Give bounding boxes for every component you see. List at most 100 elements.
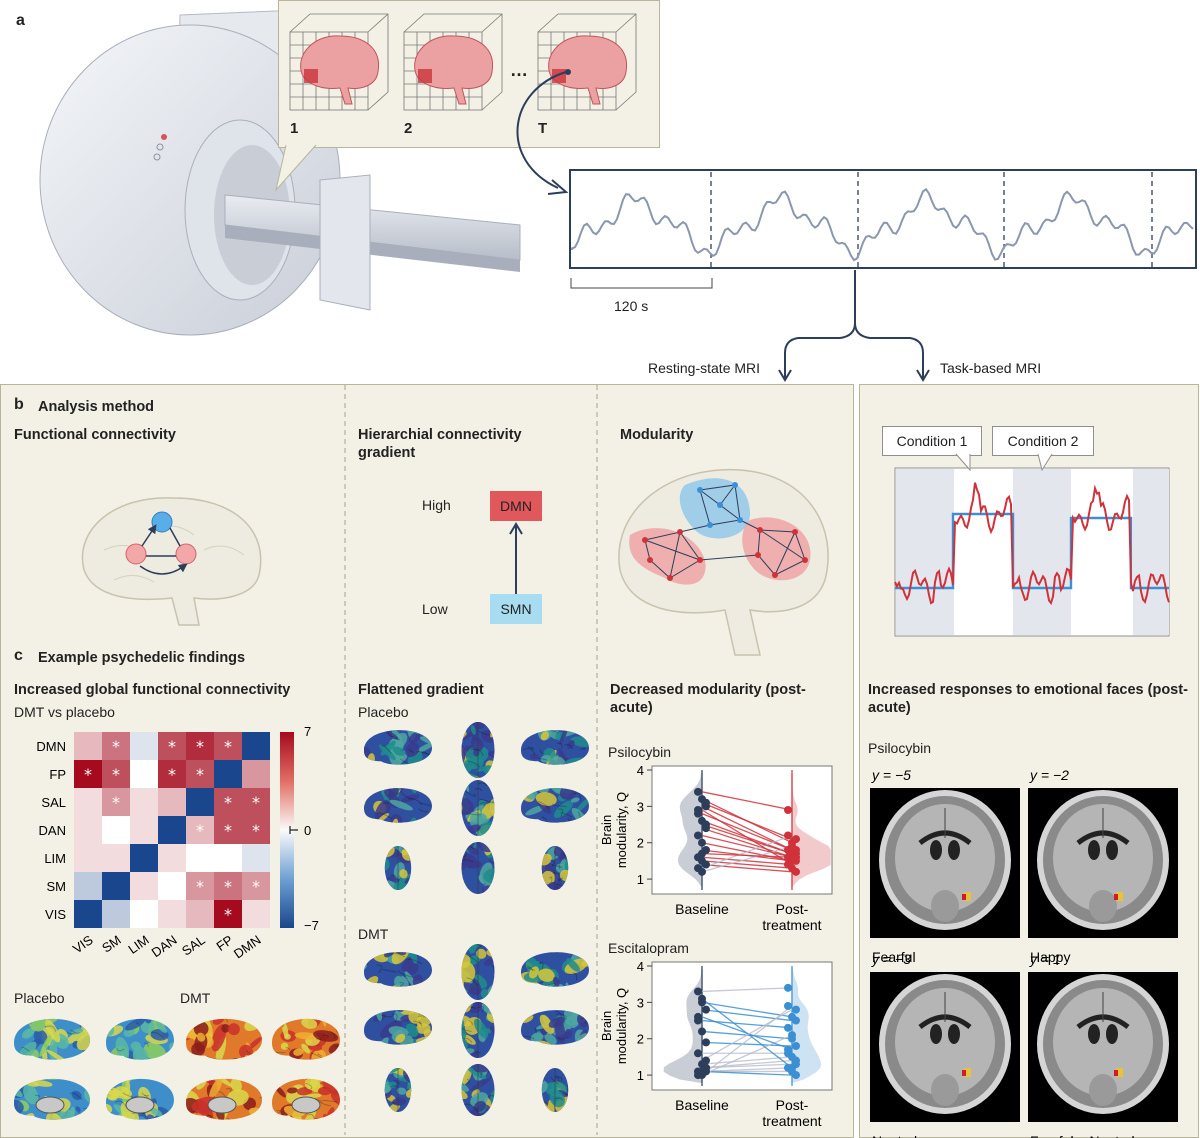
heatmap-significance: * (252, 793, 260, 812)
heatmap-row-label: SM (47, 879, 67, 894)
post-point (792, 1005, 800, 1014)
post-point (788, 853, 796, 862)
post-point (792, 835, 800, 844)
modularity-ytick: 4 (637, 763, 644, 778)
heatmap-cell (242, 872, 270, 900)
heatmap-cell (242, 900, 270, 928)
faces-drug-label: Psilocybin (868, 740, 932, 756)
heatmap-cell (186, 816, 214, 844)
heatmap-significance: * (196, 821, 204, 840)
heatmap-cell (214, 844, 242, 872)
gradient-finding-title: Flattened gradient (358, 682, 484, 698)
modularity-plot-area (651, 961, 833, 1091)
brain-frame-1 (289, 13, 389, 111)
panel-b-title: Analysis method (38, 399, 155, 415)
fc-node-blue (151, 511, 173, 533)
baseline-point (702, 798, 710, 807)
heatmap-cell (214, 732, 242, 760)
modularity-ytick: 3 (637, 799, 644, 814)
branch-arrows (778, 270, 930, 382)
modularity-pair-line (701, 856, 793, 866)
baseline-point (702, 1038, 710, 1047)
colorbar-tick: −7 (304, 918, 319, 933)
heatmap-significance: * (196, 737, 204, 756)
slice-coordinate: y = −3 (871, 951, 911, 967)
fc-node-red-left (125, 543, 147, 565)
heatmap-cell (186, 732, 214, 760)
baseline-point (702, 860, 710, 869)
modularity-ytick: 2 (637, 836, 644, 851)
modularity-xlabel-treatment: treatment (762, 1113, 821, 1129)
modularity-pair-line (701, 852, 793, 858)
heatmap-cell (74, 844, 102, 872)
modularity-pair-line (701, 1059, 793, 1069)
frame-label-2: 2 (404, 120, 413, 137)
gradient-placebo-label: Placebo (358, 704, 409, 720)
gradient-arrow (509, 522, 523, 594)
gradient-low-label: Low (422, 601, 448, 617)
callout-tails (955, 453, 1053, 472)
modularity-pair-line (701, 791, 793, 811)
baseline-point (698, 1027, 706, 1036)
heatmap-significance: * (196, 877, 204, 896)
heatmap-cell (186, 788, 214, 816)
baseline-point (694, 806, 702, 814)
gradient-dmt-brains (363, 944, 589, 1116)
condition-2-callout: Condition 2 (992, 426, 1094, 456)
heatmap-cell (158, 816, 186, 844)
heatmap-cell (102, 844, 130, 872)
panel-b-letter: b (14, 396, 24, 413)
modularity-ytick: 1 (637, 1068, 644, 1083)
panel-c-letter: c (14, 647, 23, 664)
heatmap-significance: * (224, 905, 232, 924)
heatmap-significance: * (224, 793, 232, 812)
post-point (792, 1071, 800, 1080)
post-point (788, 1063, 796, 1072)
modularity-pair-line (701, 998, 793, 1069)
fc-heatmap: DMN****FP****SAL***DAN***LIMSM***VIS*VIS… (36, 724, 318, 961)
heatmap-significance: * (252, 821, 260, 840)
heatmap-cell (186, 900, 214, 928)
modularity-ylabel: Brainmodularity, Q (599, 792, 629, 868)
heatmap-cell (102, 732, 130, 760)
activation-cluster (1116, 1068, 1123, 1077)
heatmap-cell (186, 844, 214, 872)
post-point (784, 860, 792, 869)
heatmap-cell (186, 872, 214, 900)
modularity-xlabel-post: Post- (776, 1097, 809, 1113)
heatmap-row-label: LIM (44, 851, 66, 866)
fc-dmt-label: DMT (180, 990, 211, 1006)
heatmap-significance: * (224, 737, 232, 756)
frame-label-1: 1 (290, 120, 299, 137)
heatmap-cell (102, 900, 130, 928)
baseline-point (698, 867, 706, 876)
heatmap-cell (74, 816, 102, 844)
heatmap-cell (186, 760, 214, 788)
heatmap-cell (130, 844, 158, 872)
baseline-point (698, 849, 706, 858)
heatmap-cell (130, 816, 158, 844)
modularity-ylabel: Brainmodularity, Q (599, 988, 629, 1064)
heatmap-row-label: DMN (36, 739, 66, 754)
post-point (792, 1016, 800, 1025)
heatmap-cell (158, 844, 186, 872)
heatmap-cell (214, 872, 242, 900)
heatmap-cell (130, 900, 158, 928)
heatmap-cell (102, 816, 130, 844)
activation-cluster (964, 1068, 971, 1077)
heatmap-cell (158, 900, 186, 928)
heatmap-significance: * (84, 765, 92, 784)
baseline-point (698, 994, 706, 1003)
baseline-point (702, 1063, 710, 1072)
slice-label: Fearful > Neutral (1030, 1133, 1135, 1138)
baseline-point (694, 831, 702, 840)
modularity-pair-line (701, 1001, 793, 1018)
modularity-pair-line (701, 987, 793, 993)
heatmap-col-label: SM (99, 932, 124, 955)
gradient-dmn-box: DMN (490, 491, 542, 521)
modularity-brain-illustration (618, 468, 829, 656)
heatmap-cell (74, 760, 102, 788)
modularity-pair-line (701, 805, 793, 851)
heatmap-significance: * (168, 737, 176, 756)
